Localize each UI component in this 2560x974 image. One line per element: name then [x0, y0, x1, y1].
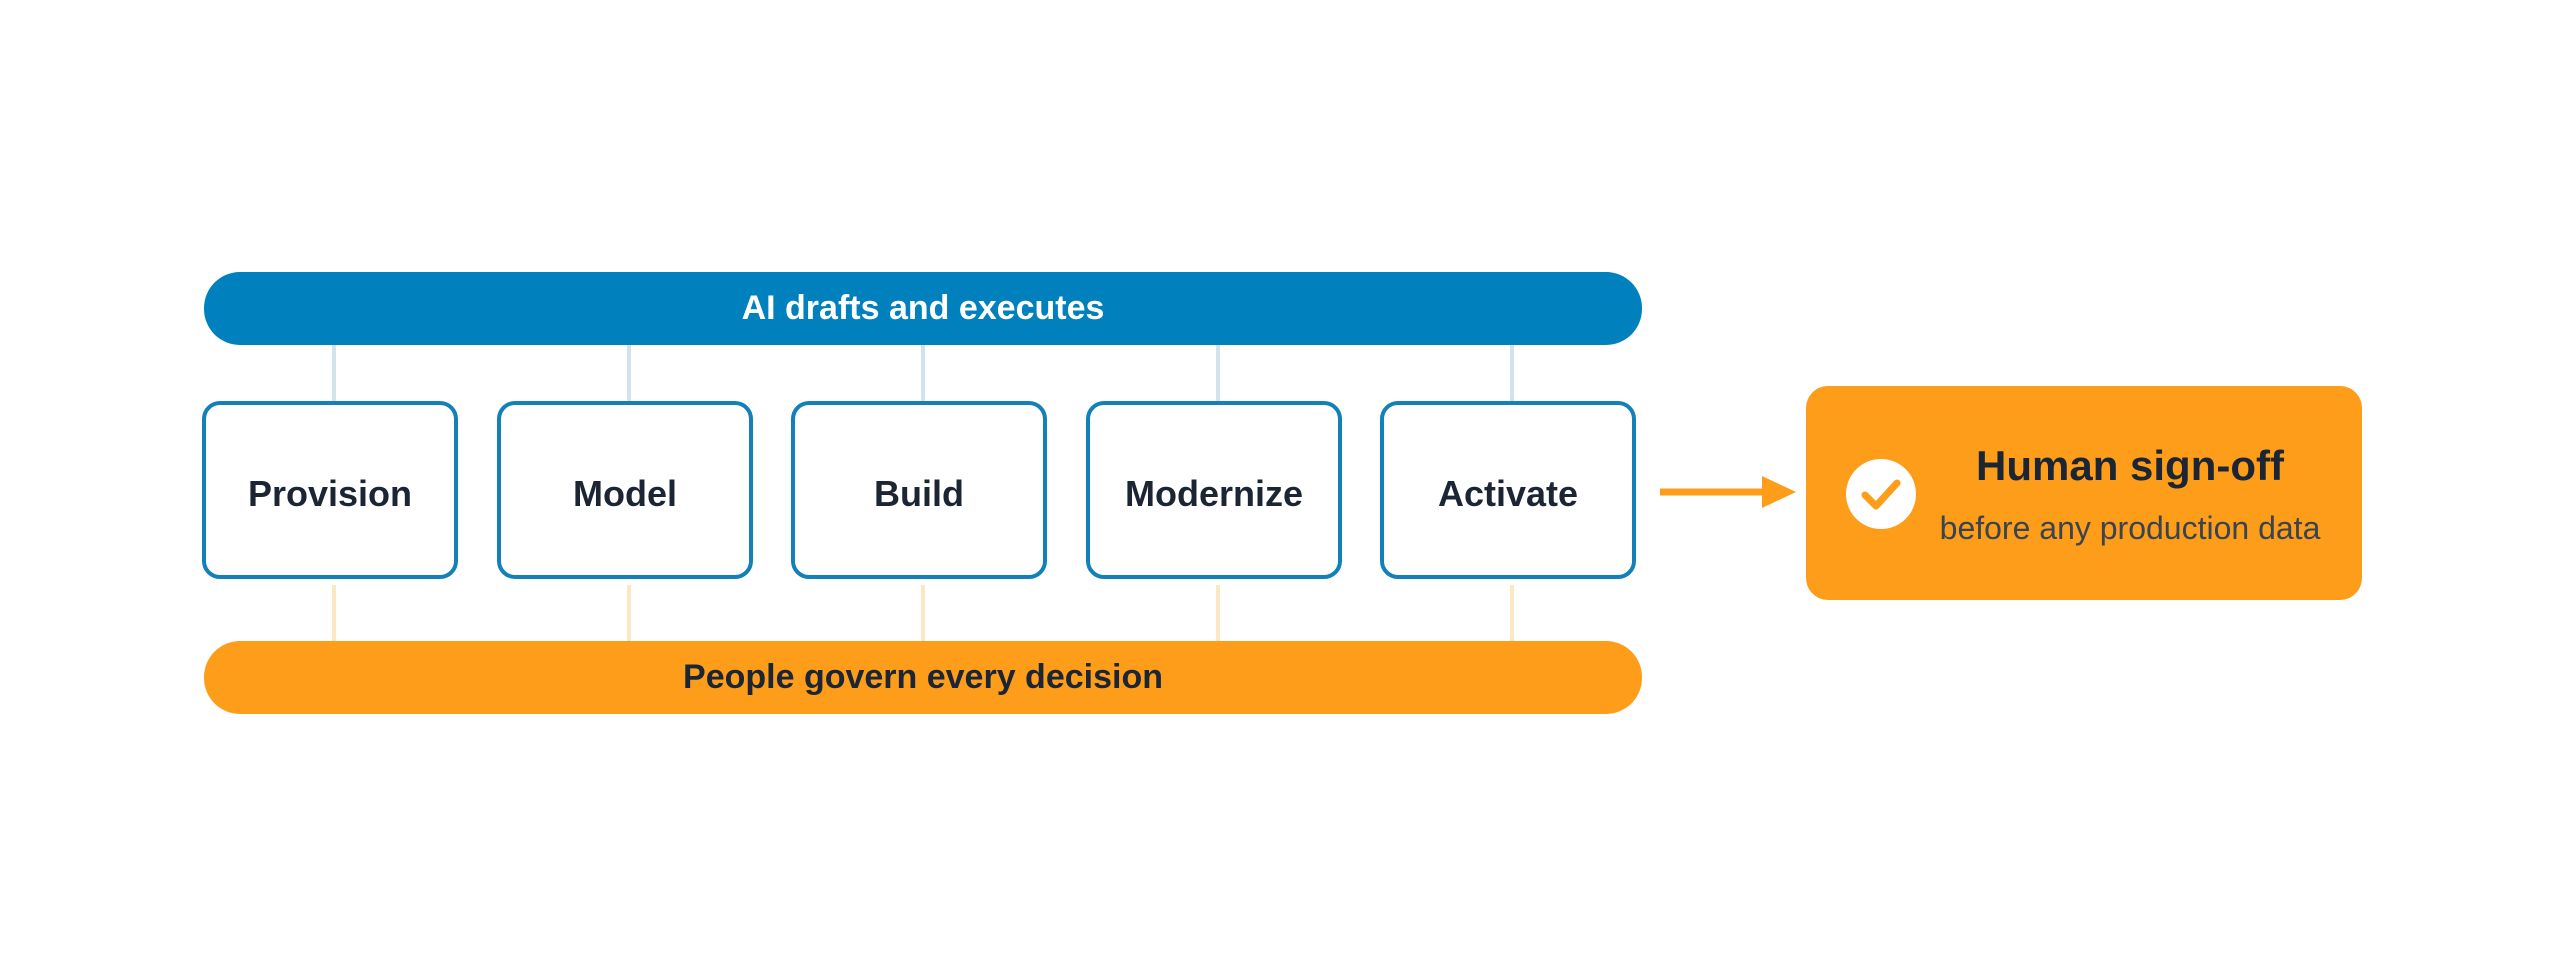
ai-connector-model	[627, 343, 631, 401]
people-connector-model	[627, 585, 631, 643]
people-connector-activate	[1510, 585, 1514, 643]
stage-provision: Provision	[202, 401, 458, 579]
people-bar-label: People govern every decision	[683, 658, 1163, 696]
ai-connector-build	[921, 343, 925, 401]
checkmark	[1861, 479, 1901, 510]
check-circle-icon	[1846, 459, 1916, 529]
people-connector-provision	[332, 585, 336, 643]
ai-connector-activate	[1510, 343, 1514, 401]
stage-label: Modernize	[1124, 473, 1303, 514]
signoff-subtitle: before any production data	[1939, 510, 2321, 546]
stage-label: Build	[874, 473, 964, 514]
stage-build: Build	[791, 401, 1047, 579]
stage-model: Model	[497, 401, 753, 579]
signoff-title: Human sign-off	[1976, 442, 2284, 489]
ai-connector-modernize	[1216, 343, 1220, 401]
stage-label: Model	[573, 473, 677, 514]
people-bar: People govern every decision	[204, 641, 1642, 714]
arrow-head	[1762, 476, 1796, 508]
ai-bar: AI drafts and executes	[204, 272, 1642, 345]
ai-bar-label: AI drafts and executes	[741, 289, 1105, 327]
stage-modernize: Modernize	[1086, 401, 1342, 579]
stage-label: Provision	[247, 473, 413, 514]
people-connector-modernize	[1216, 585, 1220, 643]
stage-label: Activate	[1437, 473, 1579, 514]
people-connector-build	[921, 585, 925, 643]
arrow-right-icon	[1660, 476, 1796, 508]
ai-connector-provision	[332, 343, 336, 401]
stage-activate: Activate	[1380, 401, 1636, 579]
signoff-box: Human sign-off before any production dat…	[1806, 386, 2362, 600]
